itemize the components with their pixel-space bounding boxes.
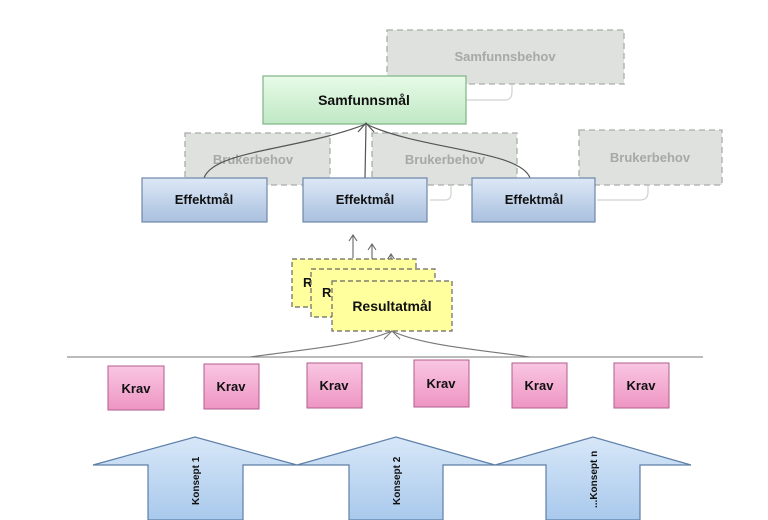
resultatmal-back-label: R xyxy=(322,285,332,300)
konsept-arrow-1: Konsept 1 xyxy=(92,436,298,520)
krav-node-6: Krav xyxy=(613,362,670,409)
effektmal-node-3: Effektmål xyxy=(471,177,596,223)
krav-label: Krav xyxy=(122,381,152,396)
effektmal-label: Effektmål xyxy=(336,192,395,207)
resultatmal-node: Resultatmål xyxy=(331,280,453,332)
konsept-label: Konsept 1 xyxy=(191,456,202,505)
resultatmal-label: Resultatmål xyxy=(352,298,431,314)
krav-node-5: Krav xyxy=(511,362,568,409)
resultatmal-up-arrows xyxy=(348,234,396,276)
effektmal-label: Effektmål xyxy=(505,192,564,207)
effektmal-node-1: Effektmål xyxy=(141,177,268,223)
effektmal-to-samfunnsmal-links xyxy=(203,122,531,179)
krav-label: Krav xyxy=(320,378,350,393)
samfunnsmal-node: Samfunnsmål xyxy=(262,75,467,125)
konsept-label: ...Konsept n xyxy=(589,451,600,508)
brukerbehov-label: Brukerbehov xyxy=(405,152,486,167)
brukerbehov-label: Brukerbehov xyxy=(213,152,294,167)
brukerbehov-node-2: Brukerbehov xyxy=(371,132,518,186)
konsept-label: Konsept 2 xyxy=(392,456,403,505)
brukerbehov-connector xyxy=(430,185,452,201)
brukerbehov-label: Brukerbehov xyxy=(610,150,691,165)
krav-label: Krav xyxy=(525,378,555,393)
samfunnsbehov-connector xyxy=(464,84,513,101)
brukerbehov-node-3: Brukerbehov xyxy=(578,129,723,186)
effektmal-label: Effektmål xyxy=(175,192,234,207)
krav-node-1: Krav xyxy=(107,365,165,411)
krav-label: Krav xyxy=(427,376,457,391)
krav-to-resultatmal-links xyxy=(67,330,703,358)
krav-label: Krav xyxy=(627,378,657,393)
krav-node-3: Krav xyxy=(306,362,363,409)
samfunnsbehov-label: Samfunnsbehov xyxy=(454,49,556,64)
effektmal-node-2: Effektmål xyxy=(302,177,428,223)
krav-node-2: Krav xyxy=(203,363,260,410)
krav-node-4: Krav xyxy=(413,359,470,408)
krav-label: Krav xyxy=(217,379,247,394)
samfunnsbehov-node: Samfunnsbehov xyxy=(386,29,625,85)
samfunnsmal-label: Samfunnsmål xyxy=(318,92,410,108)
brukerbehov-node-1: Brukerbehov xyxy=(184,132,331,186)
konsept-arrow-2: Konsept 2 xyxy=(296,436,496,520)
brukerbehov-connector xyxy=(597,185,649,201)
konsept-arrow-3: ...Konsept n xyxy=(494,436,692,520)
resultatmal-back-label: R xyxy=(303,275,313,290)
